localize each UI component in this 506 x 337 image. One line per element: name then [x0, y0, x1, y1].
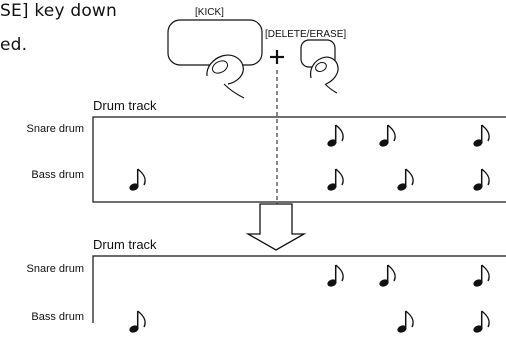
after-bass-note-icon	[471, 310, 490, 335]
down-arrow-icon	[245, 203, 307, 251]
after-snare-note-icon	[325, 264, 344, 289]
after-track-box	[92, 255, 506, 323]
delete-erase-key-label: [DELETE/ERASE]	[265, 29, 347, 40]
after-snare-note-icon	[377, 264, 396, 289]
before-bass-note-icon	[325, 168, 344, 193]
kick-key[interactable]	[167, 19, 263, 99]
before-snare-note-icon	[471, 124, 490, 149]
before-bass-note-icon	[127, 168, 146, 193]
before-row-label-bass: Bass drum	[31, 169, 84, 181]
delete-erase-key[interactable]	[300, 39, 339, 94]
instruction-text-line-2: ed.	[0, 35, 28, 55]
before-track-title: Drum track	[93, 98, 157, 113]
before-bass-note-icon	[471, 168, 490, 193]
before-row-label-snare: Snare drum	[26, 123, 84, 135]
before-bass-note-icon	[395, 168, 414, 193]
plus-sign	[270, 50, 284, 64]
after-note-layer	[127, 264, 490, 335]
after-row-label-bass: Bass drum	[31, 311, 84, 323]
before-snare-note-icon	[377, 124, 396, 149]
after-bass-note-icon	[395, 310, 414, 335]
after-row-label-snare: Snare drum	[26, 263, 84, 275]
before-track-box	[92, 116, 506, 203]
finger-press-icon	[309, 56, 339, 94]
kick-key-label: [KICK]	[195, 7, 224, 18]
before-snare-note-icon	[325, 124, 344, 149]
before-note-layer	[127, 124, 490, 193]
after-snare-note-icon	[471, 264, 490, 289]
after-track-title: Drum track	[93, 237, 157, 252]
instruction-text-line-1: SE] key down	[0, 1, 118, 21]
after-bass-note-icon	[127, 310, 146, 335]
finger-press-icon	[206, 54, 245, 99]
